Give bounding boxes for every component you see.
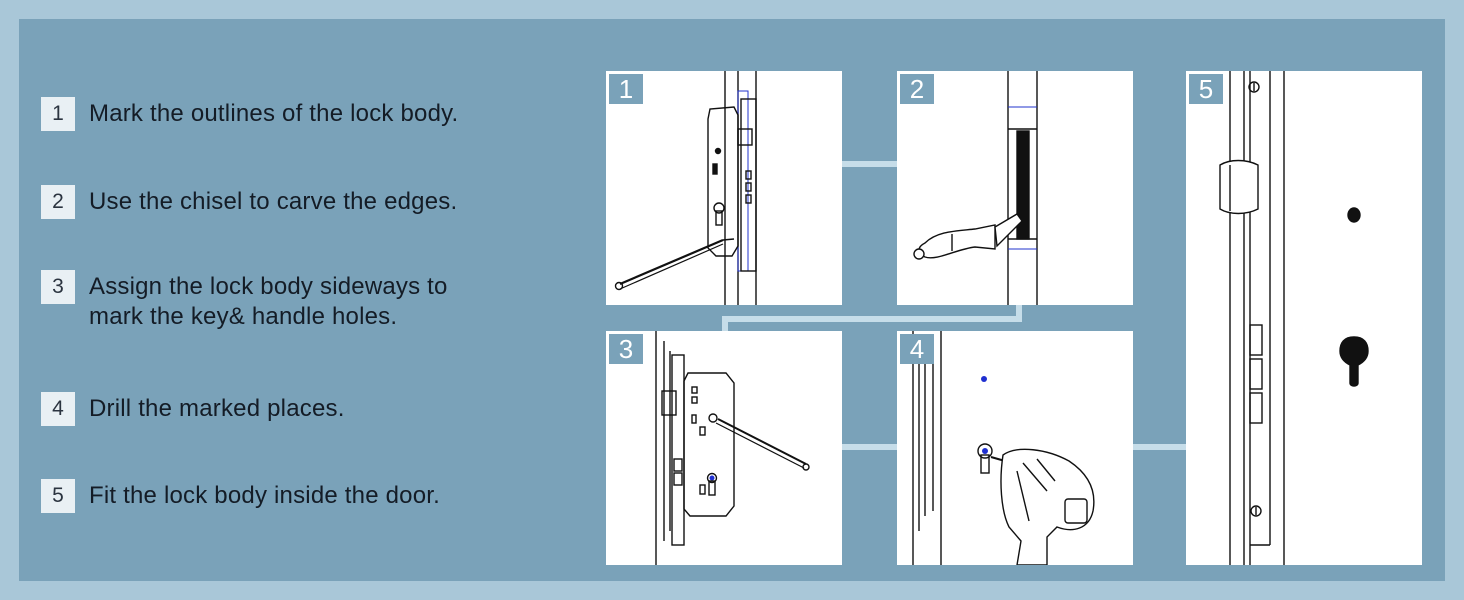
- lock-body-sideways-marking-icon: [655, 331, 810, 565]
- step-3: 3 Assign the lock body sideways to mark …: [41, 270, 448, 332]
- illustration-card-4: 4: [897, 331, 1133, 565]
- step-text: Fit the lock body inside the door.: [89, 482, 441, 509]
- connector-2-3-horizontal: [722, 316, 1022, 322]
- drill-marked-holes-icon: [912, 331, 1095, 565]
- step-1: 1 Mark the outlines of the lock body.: [41, 97, 458, 131]
- connector-2-3-vertical-a: [1016, 305, 1022, 321]
- illustration-card-5: 5: [1186, 71, 1422, 565]
- step-text: Mark the outlines of the lock body.: [89, 100, 459, 127]
- connector-1-2: [842, 161, 898, 167]
- step-number-badge: 5: [41, 479, 75, 513]
- pencil-marking-lock-outline-icon: [614, 71, 757, 305]
- step-badge: 2: [900, 74, 934, 104]
- illustration-card-1: 1: [606, 71, 842, 305]
- connector-2-3-vertical-b: [722, 316, 728, 331]
- step-number-badge: 1: [41, 97, 75, 131]
- step-number-badge: 3: [41, 270, 75, 304]
- step-text: Assign the lock body sideways to mark th…: [89, 273, 448, 330]
- illustration-card-2: 2: [897, 71, 1133, 305]
- step-badge: 5: [1189, 74, 1223, 104]
- step-5: 5 Fit the lock body inside the door.: [41, 479, 440, 513]
- step-badge: 4: [900, 334, 934, 364]
- step-number-badge: 4: [41, 392, 75, 426]
- step-text: Drill the marked places.: [89, 395, 345, 422]
- connector-3-4: [842, 444, 898, 450]
- lock-fitted-in-door-icon: [1219, 71, 1369, 565]
- connector-4-5: [1133, 444, 1186, 450]
- step-badge: 3: [609, 334, 643, 364]
- step-2: 2 Use the chisel to carve the edges.: [41, 185, 457, 219]
- chisel-carving-edge-icon: [913, 71, 1038, 305]
- step-badge: 1: [609, 74, 643, 104]
- illustration-card-3: 3: [606, 331, 842, 565]
- step-number-badge: 2: [41, 185, 75, 219]
- step-text: Use the chisel to carve the edges.: [89, 188, 458, 215]
- step-4: 4 Drill the marked places.: [41, 392, 345, 426]
